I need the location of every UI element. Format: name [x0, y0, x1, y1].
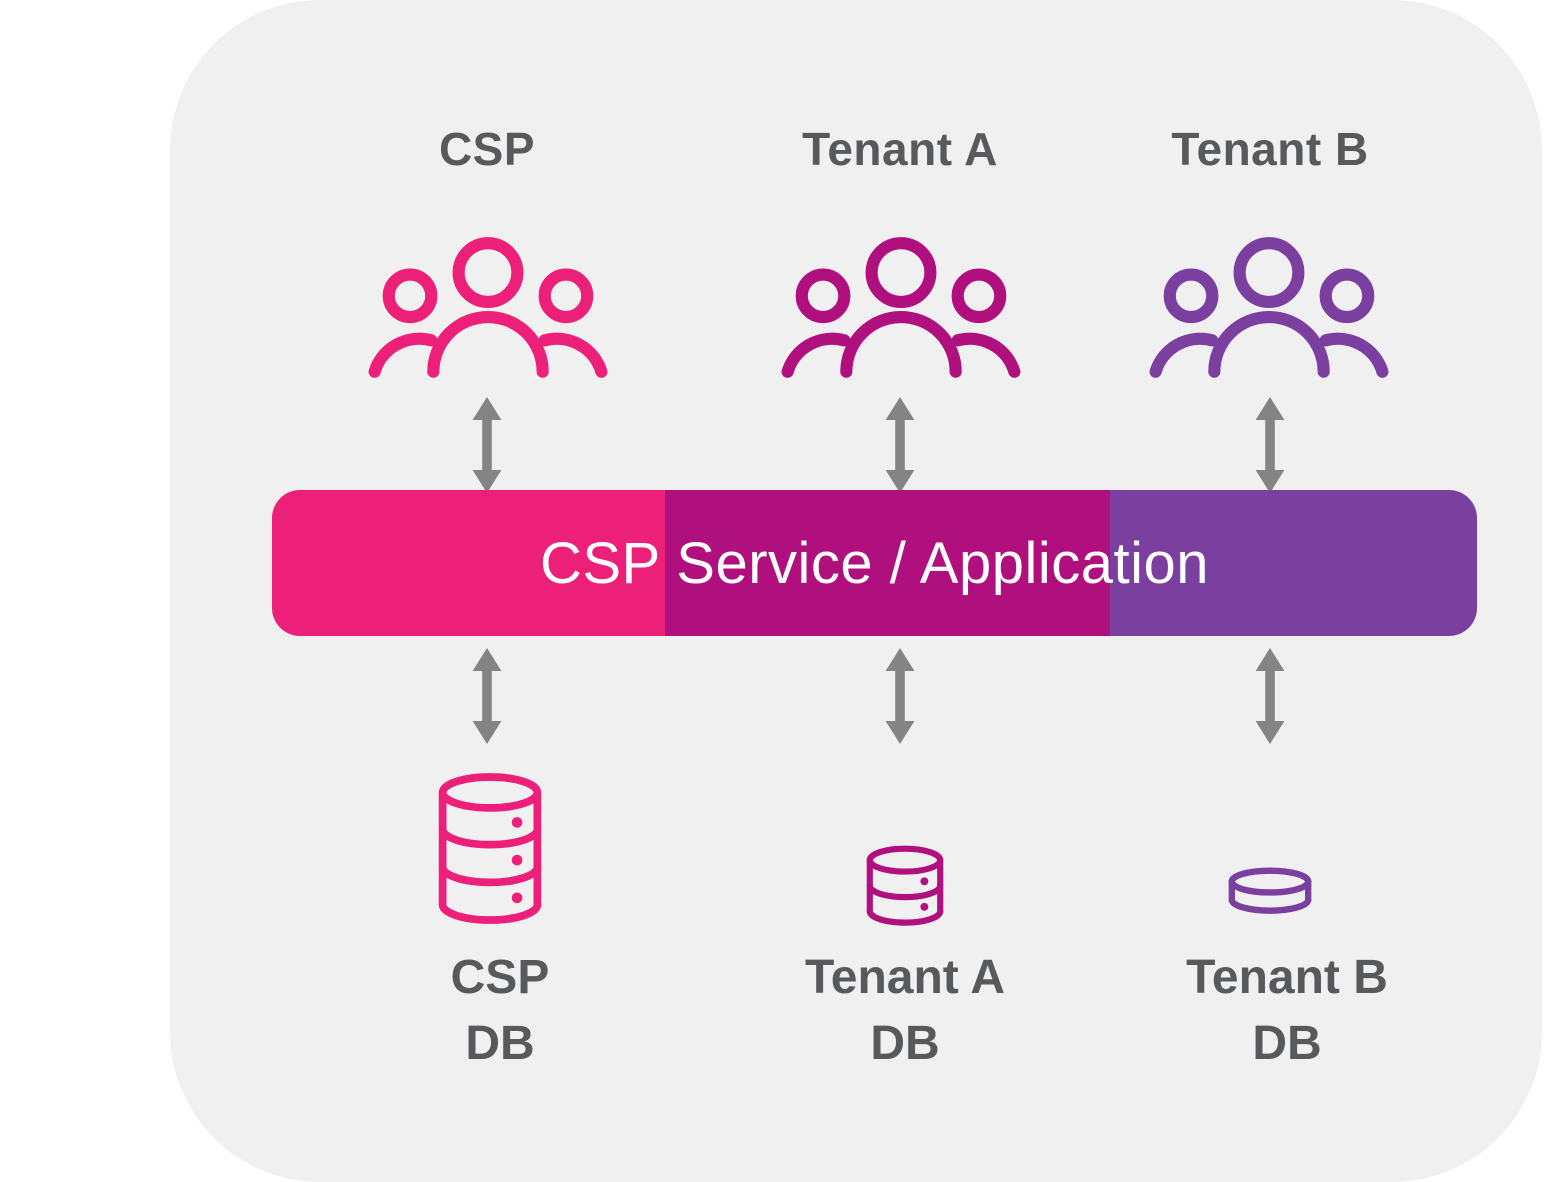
tenant-a-title: Tenant A: [802, 123, 998, 175]
csp-db-label-line1: CSP: [450, 951, 550, 1004]
service-bar-label: CSP Service / Application: [539, 530, 1210, 596]
tenant-a-db-label-line1: Tenant A: [805, 951, 1005, 1004]
tenant-b-users-icon: [1143, 230, 1395, 392]
csp-db-label-line2: DB: [465, 1017, 535, 1070]
tenant-b-db-label-line1: Tenant B: [1186, 951, 1388, 1004]
tenant-b-upper-arrow-icon: [1252, 397, 1288, 493]
tenant-a-lower-arrow-icon: [882, 648, 918, 744]
bar-segment-tenant-a: [665, 490, 1110, 636]
bar-segment-tenant-b: [1110, 490, 1477, 636]
service-bar: [272, 490, 1477, 636]
csp-lower-arrow-icon: [469, 648, 505, 744]
csp-db-label: CSP DB: [340, 945, 660, 1077]
csp-title: CSP: [438, 123, 536, 175]
csp-database-icon: [432, 766, 548, 932]
csp-users-icon: [362, 230, 614, 392]
tenant-a-upper-arrow-icon: [882, 397, 918, 493]
tenant-a-users-icon: [775, 230, 1027, 392]
tenant-a-db-label-line2: DB: [870, 1017, 940, 1070]
tenant-b-db-label: Tenant B DB: [1127, 945, 1447, 1077]
tenant-a-db-label: Tenant A DB: [745, 945, 1065, 1077]
tenant-b-title: Tenant B: [1171, 123, 1369, 175]
csp-upper-arrow-icon: [469, 397, 505, 493]
tenant-a-database-icon: [861, 845, 949, 929]
tenant-b-lower-arrow-icon: [1252, 648, 1288, 744]
tenant-b-database-icon: [1224, 867, 1316, 917]
tenant-b-db-label-line2: DB: [1252, 1017, 1322, 1070]
bar-segment-csp: [272, 490, 665, 636]
